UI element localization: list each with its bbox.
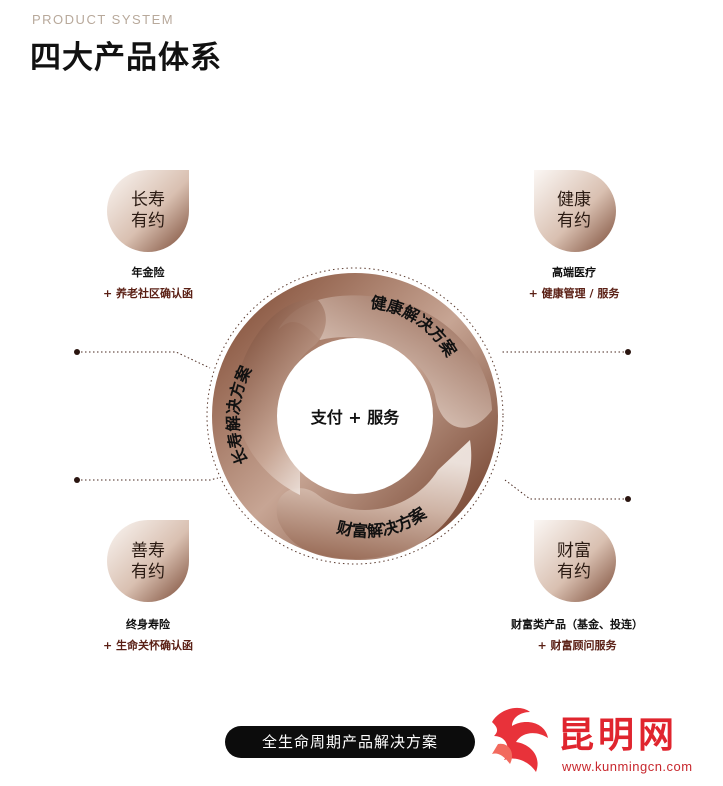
lifecycle-solution-pill: 全生命周期产品解决方案 [225,726,475,758]
svg-text:善寿: 善寿 [131,541,165,561]
badge-longevity: 长寿 有约 [107,170,189,252]
badge-kindness: 善寿 有约 [107,520,189,602]
section-subtitle: PRODUCT SYSTEM [32,12,175,27]
caption-health-main: 高端医疗 [552,266,596,279]
caption-longevity-sub: + 养老社区确认函 [102,287,194,300]
caption-longevity-main: 年金险 [131,266,165,279]
caption-kindness-sub: + 生命关怀确认函 [102,639,194,652]
caption-wealth-sub: + 财富顾问服务 [537,639,617,652]
caption-health: 高端医疗 + 健康管理 / 服务 [484,262,664,304]
health-segment [278,295,492,428]
caption-kindness: 终身寿险 + 生命关怀确认函 [58,614,238,656]
site-logo[interactable]: 昆明网 www.kunmingcn.com [486,704,718,780]
page-title: 四大产品体系 [30,40,222,76]
solution-ring [212,273,498,560]
svg-text:有约: 有约 [557,562,591,582]
logo-mark-icon [492,707,548,772]
caption-wealth: 财富类产品（基金、投连） + 财富顾问服务 [482,614,672,656]
svg-text:长寿: 长寿 [131,190,165,210]
connector-dots [74,349,631,502]
svg-text:有约: 有约 [131,562,165,582]
logo-url: www.kunmingcn.com [562,759,693,774]
caption-longevity: 年金险 + 养老社区确认函 [58,262,238,304]
outer-dotted-circle [206,267,504,565]
svg-text:健康: 健康 [557,190,591,210]
connector-lines [77,351,628,500]
caption-wealth-main: 财富类产品（基金、投连） [511,618,643,631]
caption-health-sub: + 健康管理 / 服务 [528,287,620,300]
badge-health: 健康 有约 [534,170,616,252]
svg-text:有约: 有约 [131,211,165,231]
caption-kindness-main: 终身寿险 [126,618,170,631]
svg-text:有约: 有约 [557,211,591,231]
svg-text:财富: 财富 [557,541,591,561]
wealth-segment [276,440,472,560]
logo-text: 昆明网 [558,715,679,756]
badge-wealth: 财富 有约 [534,520,616,602]
center-label: 支付 + 服务 [310,408,400,427]
